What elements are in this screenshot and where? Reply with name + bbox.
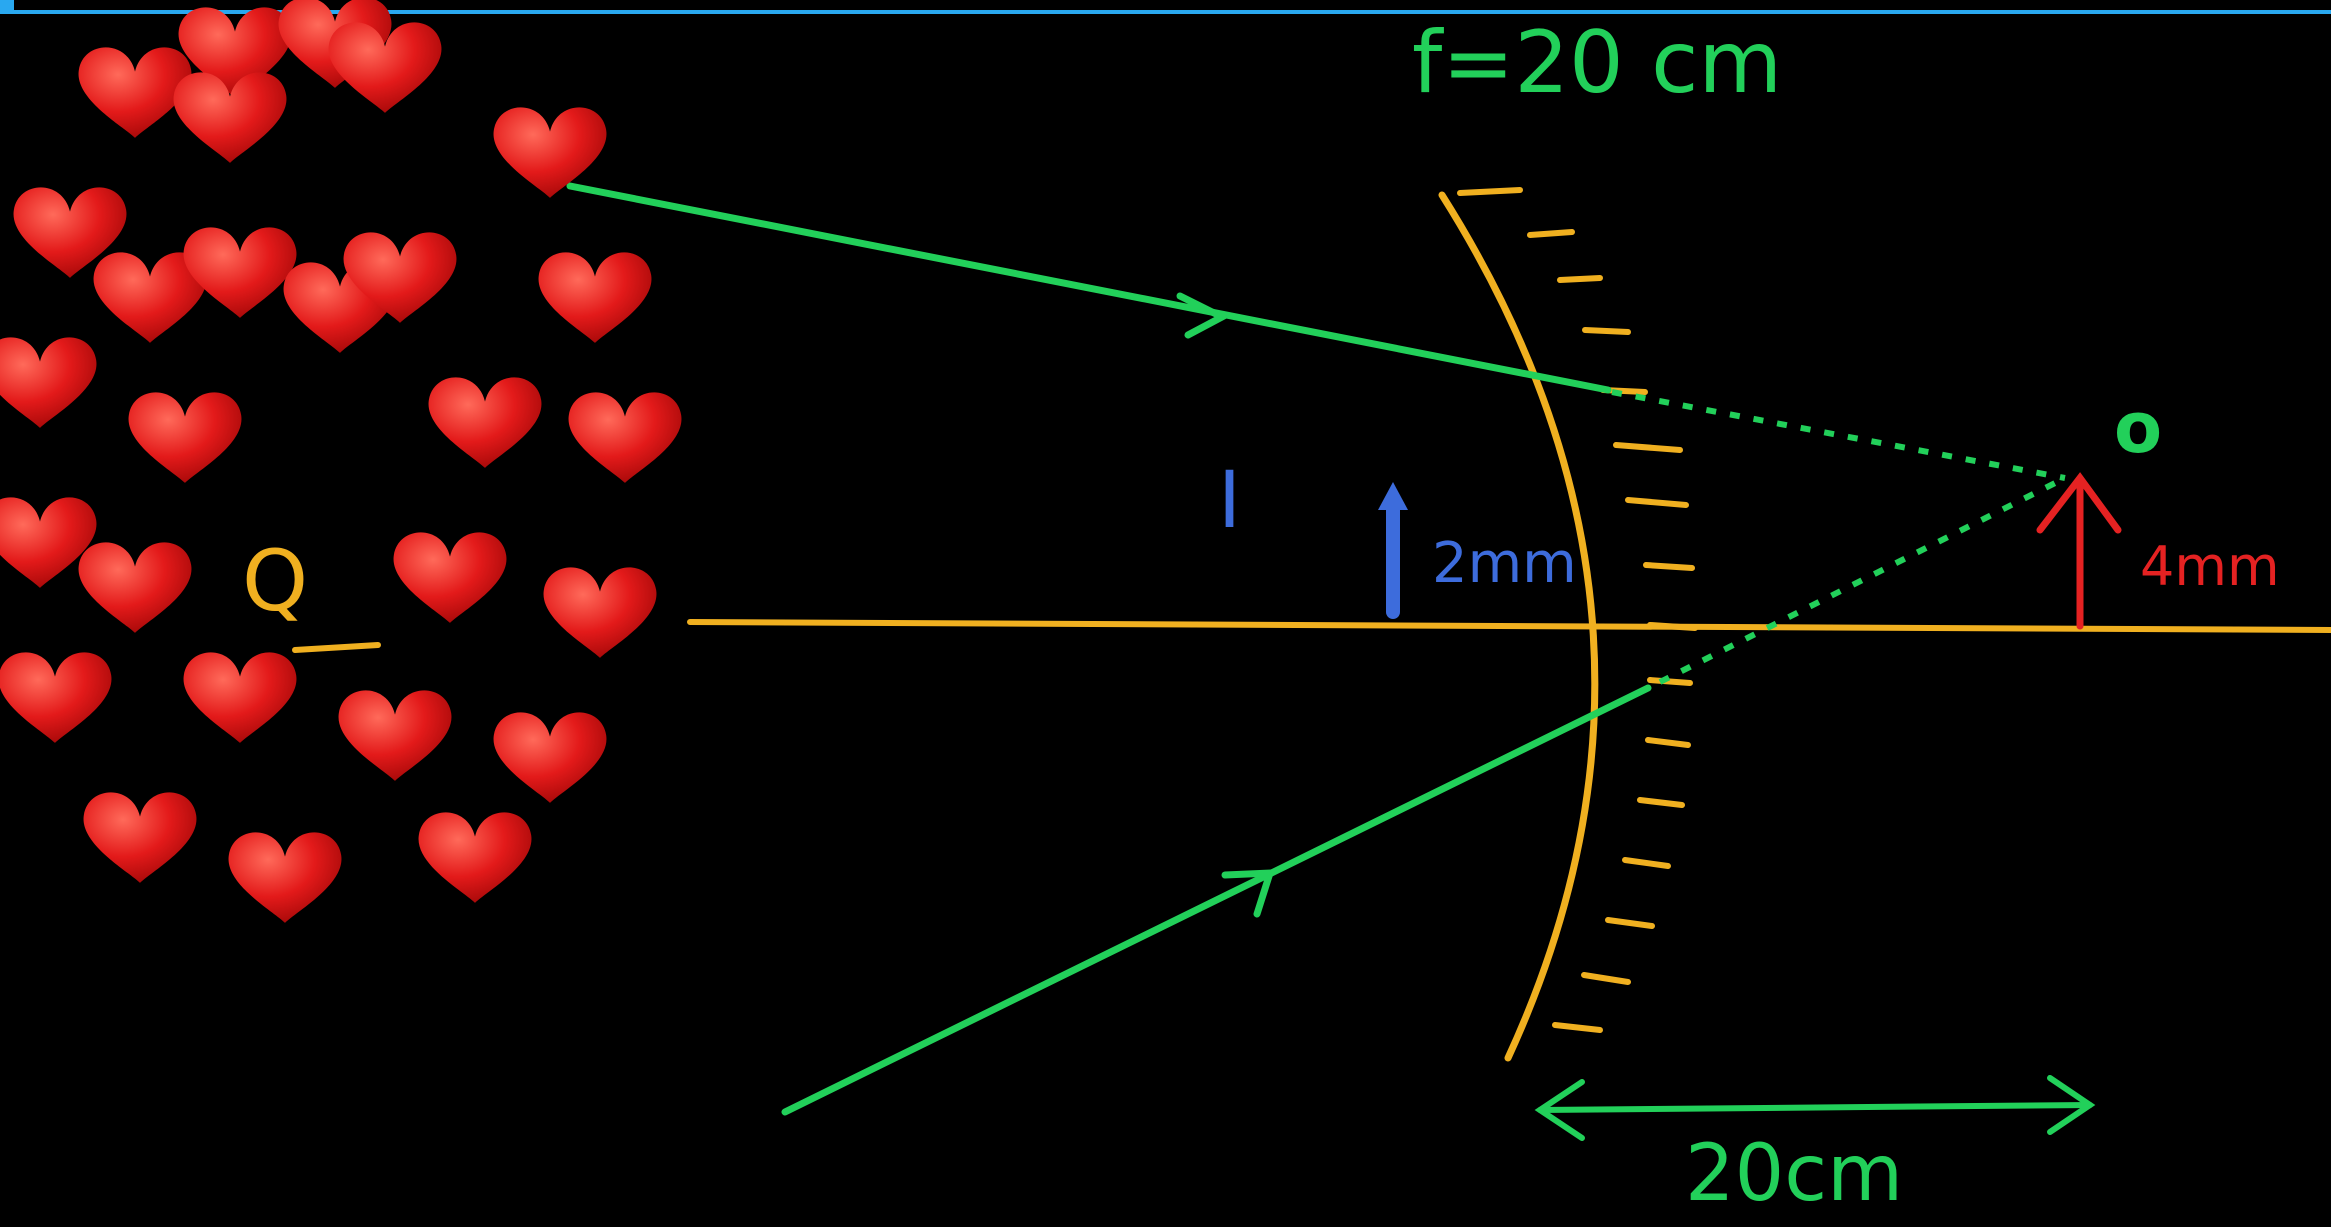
source-pointer-line — [292, 642, 381, 653]
heart-icon — [13, 187, 127, 278]
heart-icon — [343, 232, 457, 323]
virtual-rays — [1611, 389, 2067, 685]
heart-icon — [228, 832, 342, 923]
heart-icon — [538, 252, 652, 343]
heart-icon — [0, 337, 97, 428]
heart-icon — [428, 377, 542, 468]
focal-length-label: f=20 cm — [1412, 13, 1782, 113]
heart-icon — [78, 542, 192, 633]
top-border-bar — [0, 0, 2331, 14]
lower-dotted-ray — [1658, 475, 2067, 685]
lower-incident-ray — [781, 684, 1652, 1116]
heart-icon — [543, 567, 657, 658]
top-border-inner — [14, 0, 2331, 10]
object-marker-label: o — [2114, 387, 2162, 469]
principal-axis — [687, 619, 2331, 633]
heart-icon — [78, 47, 192, 138]
heart-icon — [128, 392, 242, 483]
heart-icon — [0, 652, 112, 743]
object-arrow — [2036, 472, 2122, 630]
upper-incident-ray — [566, 182, 1612, 394]
heart-icon — [0, 497, 97, 588]
hearts-cluster — [0, 0, 682, 923]
concave-mirror — [1438, 191, 1599, 1062]
heart-icon — [328, 22, 442, 113]
lower-ray-arrowhead — [1221, 869, 1275, 918]
mirror-hatching — [1457, 187, 1698, 1033]
image-arrow — [1378, 482, 1408, 619]
incident-rays — [566, 182, 1652, 1116]
image-marker-label: I — [1218, 456, 1241, 546]
heart-icon — [493, 107, 607, 198]
heart-icon — [338, 690, 452, 781]
heart-icon — [183, 227, 297, 318]
image-height-label: 2mm — [1432, 531, 1577, 596]
heart-icon — [83, 792, 197, 883]
heart-icon — [493, 712, 607, 803]
heart-icon — [393, 532, 507, 623]
object-height-label: 4mm — [2140, 535, 2280, 598]
source-marker-label: Q — [242, 532, 308, 630]
heart-icon — [568, 392, 682, 483]
heart-icon — [93, 252, 207, 343]
distance-dimension-arrow — [1534, 1075, 2096, 1141]
heart-icon — [418, 812, 532, 903]
distance-label: 20cm — [1685, 1129, 1903, 1219]
heart-icon — [183, 652, 297, 743]
heart-icon — [173, 72, 287, 163]
upper-ray-arrowhead — [1176, 292, 1230, 339]
upper-dotted-ray — [1611, 389, 2066, 481]
